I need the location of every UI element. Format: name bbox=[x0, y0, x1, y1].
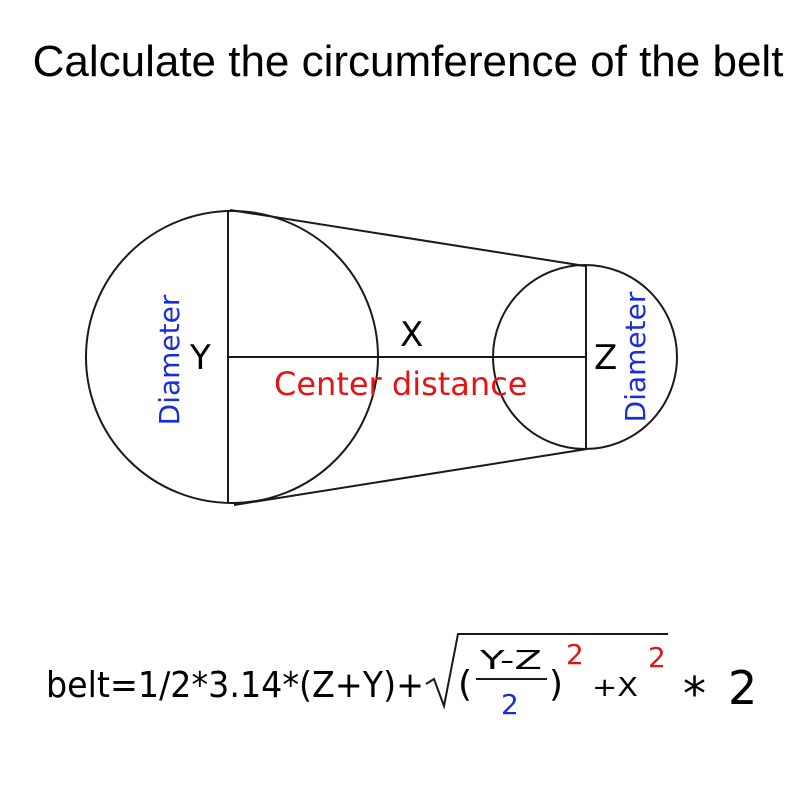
page-title: Calculate the circumference of the belt bbox=[33, 37, 784, 86]
formula-factor: 2 bbox=[728, 661, 757, 715]
formula-exponent-2: 2 bbox=[648, 641, 666, 674]
sqrt-sign bbox=[425, 633, 668, 710]
label-center-distance: Center distance bbox=[274, 365, 527, 403]
formula-paren-open: ( bbox=[458, 664, 472, 705]
label-diameter-left: Diameter bbox=[153, 294, 186, 425]
belt-bottom-line bbox=[233, 448, 588, 506]
belt-formula: belt=1/2*3.14*(Z+Y)+ ( Y-Z 2 ) 2 +X 2 * … bbox=[46, 633, 757, 721]
formula-plus-x: +X bbox=[592, 673, 638, 703]
formula-times: * bbox=[683, 667, 706, 721]
label-diameter-right: Diameter bbox=[619, 291, 652, 422]
formula-exponent-1: 2 bbox=[566, 638, 584, 671]
label-z: Z bbox=[594, 338, 617, 378]
formula-paren-close: ) bbox=[549, 664, 563, 705]
label-x: X bbox=[400, 315, 423, 355]
belt-top-line bbox=[229, 209, 586, 267]
formula-denominator: 2 bbox=[501, 688, 519, 721]
label-y: Y bbox=[189, 338, 211, 378]
formula-numerator: Y-Z bbox=[478, 646, 542, 676]
formula-prefix: belt=1/2*3.14*(Z+Y)+ bbox=[46, 665, 424, 706]
